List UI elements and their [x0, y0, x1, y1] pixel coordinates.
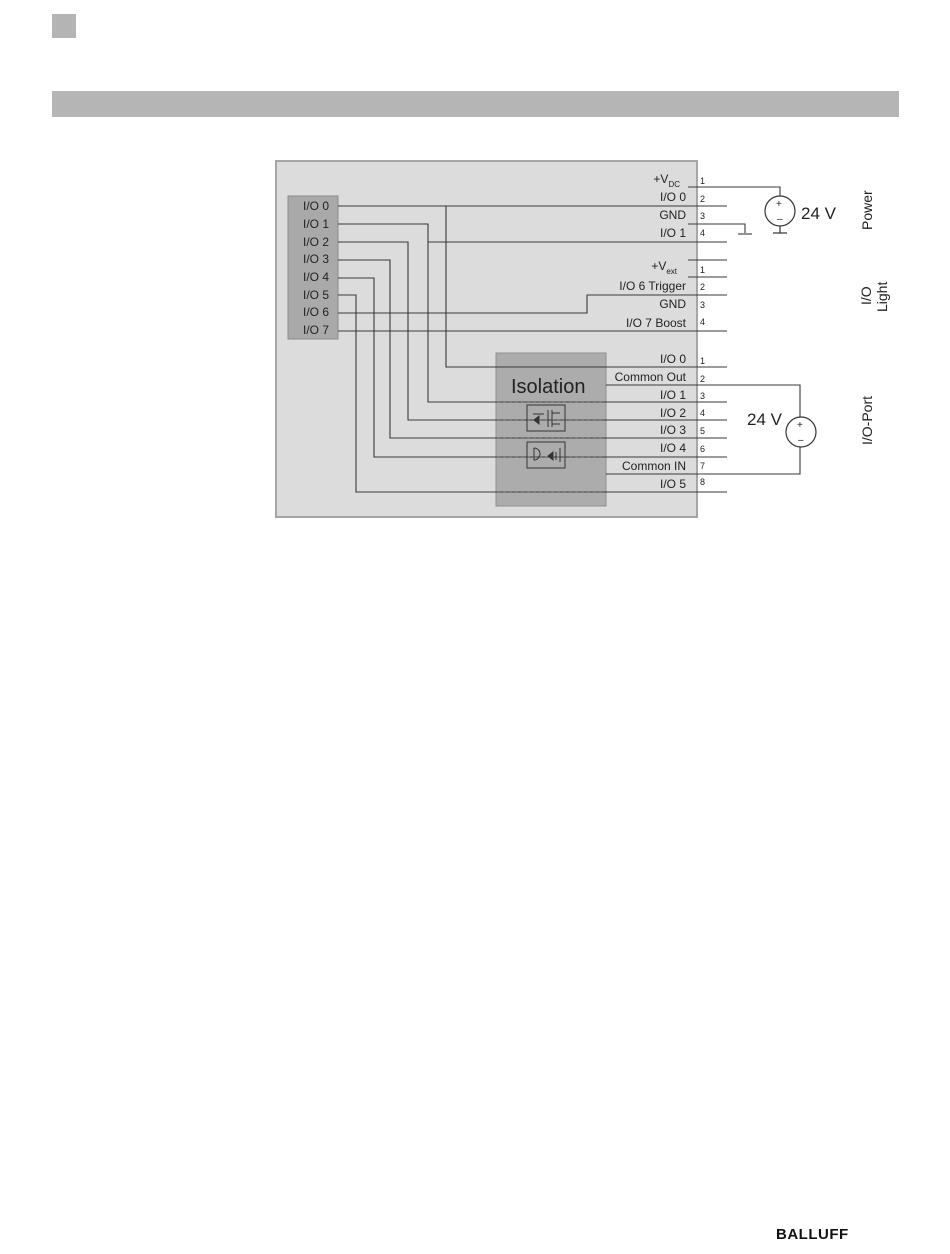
pin-label: I/O 1	[660, 226, 686, 240]
pin-number: 1	[700, 176, 705, 186]
pin-label: Common IN	[622, 459, 686, 473]
controller-io-label: I/O 4	[303, 270, 329, 284]
balluff-logo: BALLUFF	[776, 1225, 868, 1241]
pin-number: 4	[700, 317, 705, 327]
group-title-power: Power	[859, 190, 875, 230]
pin-number: 2	[700, 282, 705, 292]
pin-number: 1	[700, 356, 705, 366]
pin-number: 7	[700, 461, 705, 471]
source-minus: –	[777, 214, 783, 225]
controller-io-label: I/O 2	[303, 235, 329, 249]
pin-label: I/O 1	[660, 388, 686, 402]
group-title-io-light: I/O	[858, 286, 874, 305]
group-title-io-port: I/O-Port	[859, 396, 875, 445]
pin-number: 4	[700, 228, 705, 238]
pin-label: I/O 0	[660, 190, 686, 204]
pin-number: 4	[700, 408, 705, 418]
pin-number: 2	[700, 194, 705, 204]
pin-label: I/O 7 Boost	[626, 316, 687, 330]
controller-io-label: I/O 3	[303, 252, 329, 266]
pin-number: 3	[700, 391, 705, 401]
pin-label: Common Out	[615, 370, 687, 384]
power-voltage-label: 24 V	[801, 204, 837, 223]
pin-label: I/O 0	[660, 352, 686, 366]
controller-io-label: I/O 6	[303, 305, 329, 319]
controller-io-label: I/O 0	[303, 199, 329, 213]
pin-label: I/O 3	[660, 423, 686, 437]
source-minus: –	[798, 435, 804, 446]
pin-number: 6	[700, 444, 705, 454]
isolation-label: Isolation	[511, 376, 586, 398]
pin-number: 3	[700, 300, 705, 310]
group-title-io-light: Light	[874, 282, 890, 312]
wiring-diagram: I/O 0 I/O 1 I/O 2 I/O 3 I/O 4 I/O 5 I/O …	[0, 0, 950, 560]
pin-label: GND	[659, 297, 686, 311]
source-plus: +	[797, 420, 803, 431]
pin-number: 1	[700, 265, 705, 275]
pin-label: I/O 4	[660, 441, 686, 455]
controller-io-label: I/O 5	[303, 288, 329, 302]
pin-number: 3	[700, 211, 705, 221]
pin-number: 5	[700, 426, 705, 436]
ioport-voltage-label: 24 V	[747, 410, 783, 429]
controller-io-label: I/O 7	[303, 323, 329, 337]
pin-number: 2	[700, 374, 705, 384]
source-plus: +	[776, 199, 782, 210]
logo-text: BALLUFF	[776, 1226, 849, 1241]
controller-io-label: I/O 1	[303, 217, 329, 231]
pin-label: I/O 5	[660, 477, 686, 491]
pin-label: I/O 2	[660, 406, 686, 420]
pin-label: GND	[659, 208, 686, 222]
pin-number: 8	[700, 477, 705, 487]
pin-label: I/O 6 Trigger	[619, 279, 686, 293]
